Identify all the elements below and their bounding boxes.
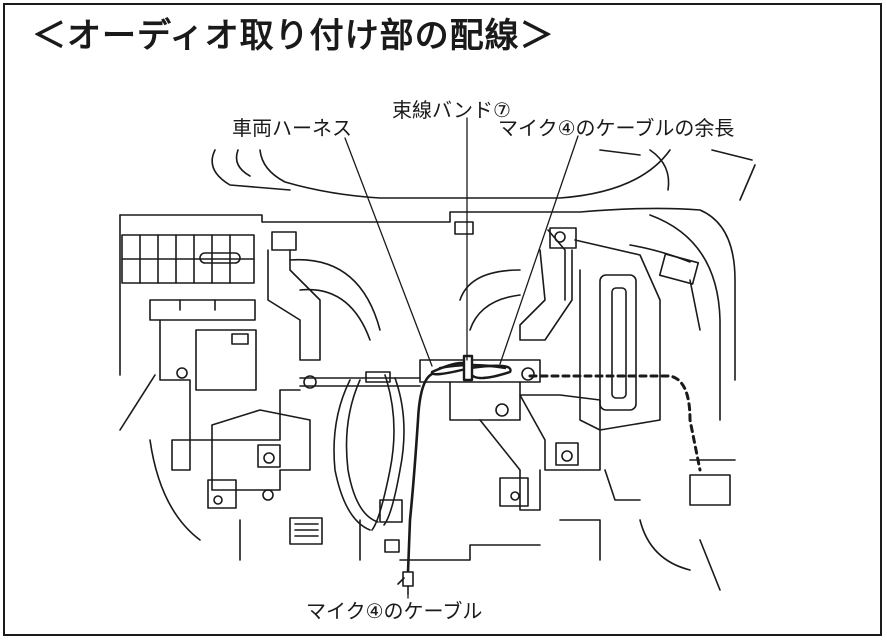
leader-lines bbox=[344, 117, 579, 599]
right-bracket bbox=[519, 229, 701, 431]
dash-lower-edge bbox=[149, 439, 601, 561]
label-mic-cable: マイク④のケーブル bbox=[306, 599, 483, 623]
leader-harness bbox=[344, 137, 433, 367]
diagram-frame bbox=[3, 3, 882, 636]
label-band: 束線バンド⑦ bbox=[392, 98, 511, 122]
diagram-title: ＜オーディオ取り付け部の配線＞ bbox=[32, 16, 555, 56]
mic-plug bbox=[397, 571, 414, 595]
dash-upper-contour bbox=[211, 149, 756, 201]
lower-connectors bbox=[289, 499, 403, 561]
right-lower-bracket bbox=[479, 394, 641, 511]
left-air-vent bbox=[121, 234, 255, 284]
right-side-panel bbox=[639, 459, 736, 591]
mic-cable-routing-dashed bbox=[528, 374, 702, 472]
center-vent-circles bbox=[289, 258, 521, 341]
dash-panel-outline bbox=[119, 207, 736, 431]
left-lower-bracket bbox=[171, 409, 311, 509]
clip-top-center bbox=[454, 221, 474, 235]
label-harness: 車両ハーネス bbox=[232, 116, 352, 140]
leader-mic-excess bbox=[499, 135, 579, 365]
center-harness-bar bbox=[299, 359, 541, 421]
mic-cable-run bbox=[406, 372, 434, 574]
vehicle-harness-loop bbox=[333, 371, 405, 531]
clip-top-left bbox=[271, 231, 297, 251]
mic-cable-coil bbox=[430, 354, 512, 382]
label-mic-excess: マイク④のケーブルの余長 bbox=[498, 116, 735, 140]
